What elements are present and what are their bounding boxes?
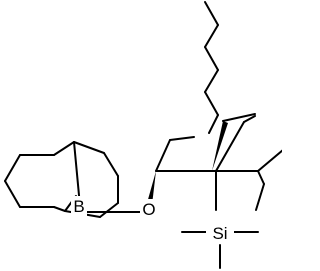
wedge-bond xyxy=(147,171,156,205)
bond xyxy=(204,46,219,71)
bond xyxy=(73,141,105,154)
carbon-skeleton xyxy=(155,1,282,269)
oxygen-atom: O xyxy=(142,200,155,219)
bond xyxy=(204,24,219,48)
bond xyxy=(204,91,219,116)
wedge-bond xyxy=(212,121,228,171)
bond xyxy=(53,206,66,212)
bond xyxy=(53,141,75,156)
stereo-wedges xyxy=(147,121,228,205)
bond xyxy=(255,183,265,211)
bond xyxy=(204,1,219,26)
bond xyxy=(215,121,245,172)
bond xyxy=(4,180,21,208)
atom-mask xyxy=(71,196,87,216)
atom-mask xyxy=(206,222,234,243)
molecule-svg: B O Si xyxy=(4,1,282,269)
atom-labels: B O Si xyxy=(71,196,234,243)
bond xyxy=(208,114,219,134)
bond xyxy=(243,115,256,123)
bond xyxy=(257,170,265,185)
bond xyxy=(155,139,171,172)
bond xyxy=(169,136,195,141)
structure-diagram: B O Si xyxy=(4,1,282,269)
bond xyxy=(4,154,21,182)
bond xyxy=(257,149,282,172)
bond xyxy=(99,202,119,218)
bond xyxy=(73,141,81,207)
bond xyxy=(204,69,219,93)
silicon-atom: Si xyxy=(212,224,227,243)
boron-atom: B xyxy=(73,197,84,216)
bond xyxy=(103,152,119,177)
atom-mask xyxy=(140,199,158,219)
bond xyxy=(222,113,256,122)
